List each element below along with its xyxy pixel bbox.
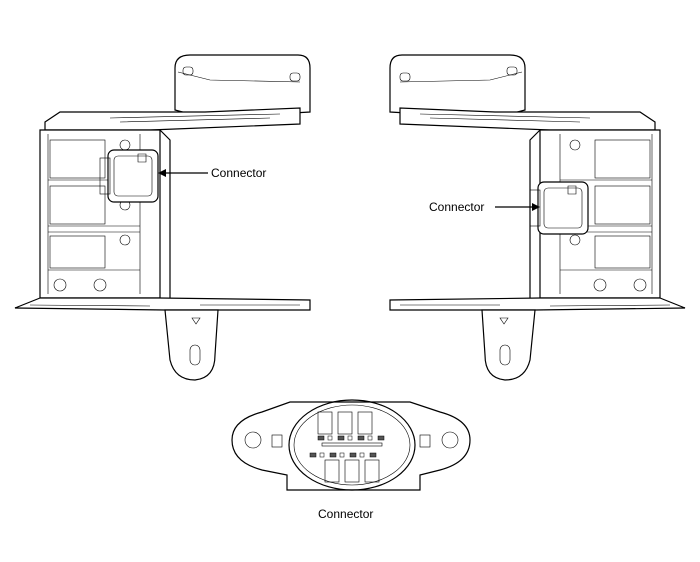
left-connector-shape [99,149,159,203]
bottom-connector-label: Connector [318,507,374,521]
right-arrow-icon [532,203,540,211]
left-connector-label: Connector [211,166,267,180]
connector-face-drawing [231,399,471,491]
left-unit-drawing [14,54,311,381]
right-unit-drawing [389,54,686,381]
right-connector-shape [529,181,589,235]
right-connector-label: Connector [429,200,485,214]
left-arrow-icon [158,169,166,177]
